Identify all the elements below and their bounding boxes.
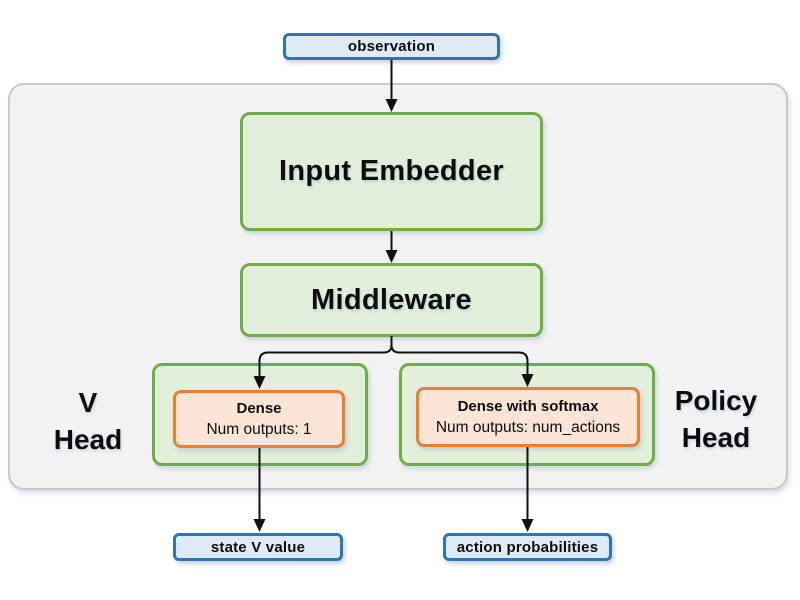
node-dense-subtitle: Num outputs: 1 [206, 421, 312, 438]
node-input-embedder: Input Embedder [240, 112, 543, 231]
node-dense-softmax-subtitle: Num outputs: num_actions [435, 419, 621, 436]
node-dense-softmax-title: Dense with softmax [457, 398, 599, 415]
node-dense-title: Dense [236, 400, 282, 417]
v-head-label-line1: V [78, 387, 98, 418]
v-head-label-line2: Head [53, 424, 123, 455]
policy-head-label-line2: Head [681, 422, 751, 453]
node-observation-label: observation [347, 38, 436, 55]
node-state-v-value: state V value [173, 533, 343, 561]
node-middleware-label: Middleware [311, 283, 472, 316]
node-state-v-value-label: state V value [210, 538, 306, 556]
node-action-probabilities: action probabilities [443, 533, 612, 561]
node-middleware: Middleware [240, 263, 543, 337]
policy-head-label: Policy Head [656, 382, 776, 456]
node-dense: Dense Num outputs: 1 [173, 390, 345, 448]
node-dense-softmax: Dense with softmax Num outputs: num_acti… [416, 387, 640, 447]
policy-head-label-line1: Policy [674, 385, 758, 416]
node-observation: observation [283, 33, 500, 60]
node-action-probabilities-label: action probabilities [456, 538, 599, 556]
node-input-embedder-label: Input Embedder [279, 155, 504, 187]
v-head-label: V Head [28, 384, 148, 458]
